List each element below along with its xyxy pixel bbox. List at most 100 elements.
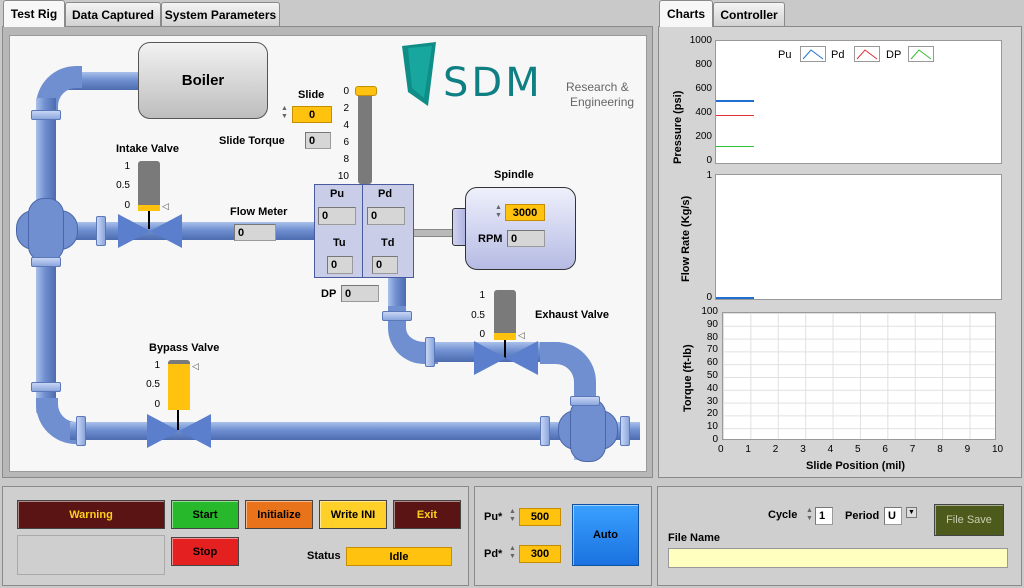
- tick-label: 0.5: [116, 180, 130, 191]
- axis-tick: 90: [706, 318, 718, 330]
- axis-tick: 70: [706, 344, 718, 356]
- legend-label: Pd: [831, 49, 845, 61]
- exhaust-valve-icon[interactable]: [506, 341, 538, 375]
- legend-label: Pu: [778, 49, 792, 61]
- rpm-value: 0: [507, 230, 545, 247]
- cross-junction: [570, 398, 606, 462]
- axis-tick: 1: [706, 170, 712, 181]
- spin-arrows-icon[interactable]: ▲▼: [281, 105, 288, 120]
- axis-tick: 10: [992, 444, 1004, 455]
- tab-test-rig[interactable]: Test Rig: [3, 0, 65, 27]
- axis-tick: 0: [706, 292, 712, 303]
- file-name-label: File Name: [668, 532, 720, 544]
- slide-input[interactable]: 0: [292, 106, 332, 123]
- axis-tick: 0: [706, 155, 712, 166]
- axis-tick: 60: [706, 357, 718, 369]
- pu-setpoint-input[interactable]: 500: [519, 508, 561, 526]
- logo-text: SDM: [443, 60, 543, 106]
- exhaust-valve-label: Exhaust Valve: [535, 309, 609, 321]
- dropdown-arrow-icon[interactable]: ▼: [906, 507, 917, 518]
- write-ini-button[interactable]: Write INI: [319, 500, 387, 529]
- axis-tick: 2: [772, 444, 779, 455]
- spindle-speed-input[interactable]: 3000: [505, 204, 545, 221]
- spin-arrows-icon[interactable]: ▲▼: [495, 204, 502, 219]
- axis-tick: 6: [882, 444, 888, 455]
- initialize-button[interactable]: Initialize: [245, 500, 313, 529]
- tab-controller[interactable]: Controller: [713, 2, 785, 26]
- tab-data-captured[interactable]: Data Captured: [65, 2, 161, 26]
- axis-tick: 600: [695, 83, 712, 94]
- pu-label: Pu: [330, 188, 345, 200]
- start-button[interactable]: Start: [171, 500, 239, 529]
- exhaust-valve-slider-fill: [494, 333, 516, 340]
- pointer-icon: ◁: [518, 330, 525, 340]
- tick-label: 1: [124, 161, 130, 172]
- logo-subtitle: Research &: [566, 80, 629, 94]
- message-area: [17, 535, 165, 575]
- td-label: Td: [381, 237, 395, 249]
- axis-tick: 100: [701, 306, 718, 317]
- tick-label: 8: [343, 154, 349, 165]
- intake-valve-icon[interactable]: [118, 214, 150, 248]
- exhaust-valve-icon[interactable]: [474, 341, 506, 375]
- pu-series-line: [716, 100, 754, 102]
- pd-label: Pd: [378, 188, 393, 200]
- intake-valve-icon[interactable]: [150, 214, 182, 248]
- pressure-axis-label: Pressure (psi): [672, 90, 684, 164]
- intake-valve-label: Intake Valve: [116, 143, 179, 155]
- axis-tick: 10: [706, 421, 718, 433]
- spindle-motor: [465, 187, 576, 270]
- pipe-flange: [620, 416, 630, 446]
- stop-button[interactable]: Stop: [171, 537, 239, 566]
- legend-swatch: [908, 46, 934, 62]
- pd-value: 0: [367, 207, 405, 225]
- exit-button[interactable]: Exit: [393, 500, 461, 529]
- axis-tick: 1: [745, 444, 751, 455]
- exhaust-valve-slider[interactable]: [494, 290, 516, 340]
- legend-swatch: [800, 46, 826, 62]
- axis-tick: 9: [964, 444, 971, 455]
- tick-label: 10: [337, 171, 349, 182]
- tab-charts[interactable]: Charts: [659, 0, 713, 27]
- spindle-label: Spindle: [494, 169, 534, 181]
- intake-valve-slider[interactable]: [138, 161, 160, 211]
- bypass-valve-icon[interactable]: [179, 414, 211, 448]
- spin-arrows-icon[interactable]: ▲▼: [509, 508, 516, 523]
- axis-tick: 200: [695, 131, 712, 142]
- auto-button[interactable]: Auto: [572, 504, 639, 566]
- spin-arrows-icon[interactable]: ▲▼: [509, 545, 516, 560]
- axis-tick: 30: [706, 395, 718, 407]
- file-name-input[interactable]: [668, 548, 1008, 568]
- period-select[interactable]: U: [884, 507, 902, 525]
- axis-tick: 400: [695, 107, 712, 118]
- slide-slider[interactable]: [358, 88, 372, 184]
- td-value: 0: [372, 256, 398, 274]
- spindle-shaft: [412, 229, 456, 237]
- pipe-flange: [31, 257, 61, 267]
- tick-label: 0: [124, 200, 130, 211]
- pd-setpoint-input[interactable]: 300: [519, 545, 561, 563]
- pointer-icon: ◁: [162, 201, 169, 211]
- cross-junction: [28, 198, 64, 262]
- flow-meter-label: Flow Meter: [230, 206, 288, 218]
- pressure-chart: Pu Pd DP: [715, 40, 1002, 164]
- pipe-flange: [425, 337, 435, 367]
- slide-slider-handle[interactable]: [355, 86, 377, 96]
- tick-label: 0.5: [146, 379, 160, 390]
- legend-label: DP: [886, 49, 902, 61]
- tick-label: 4: [343, 120, 349, 131]
- bypass-valve-icon[interactable]: [147, 414, 179, 448]
- pipe-flange: [96, 216, 106, 246]
- tab-system-parameters[interactable]: System Parameters: [161, 2, 280, 26]
- pu-setpoint-label: Pu*: [484, 511, 503, 523]
- divider: [362, 184, 363, 278]
- cycle-input[interactable]: 1: [815, 507, 833, 525]
- intake-valve-slider-fill: [138, 205, 160, 211]
- dp-value: 0: [341, 285, 379, 302]
- pipe-flange: [540, 416, 550, 446]
- legend-swatch: [854, 46, 880, 62]
- tu-value: 0: [327, 256, 353, 274]
- x-axis-label: Slide Position (mil): [806, 460, 906, 472]
- file-save-button[interactable]: File Save: [934, 504, 1004, 536]
- spin-arrows-icon[interactable]: ▲▼: [806, 507, 813, 522]
